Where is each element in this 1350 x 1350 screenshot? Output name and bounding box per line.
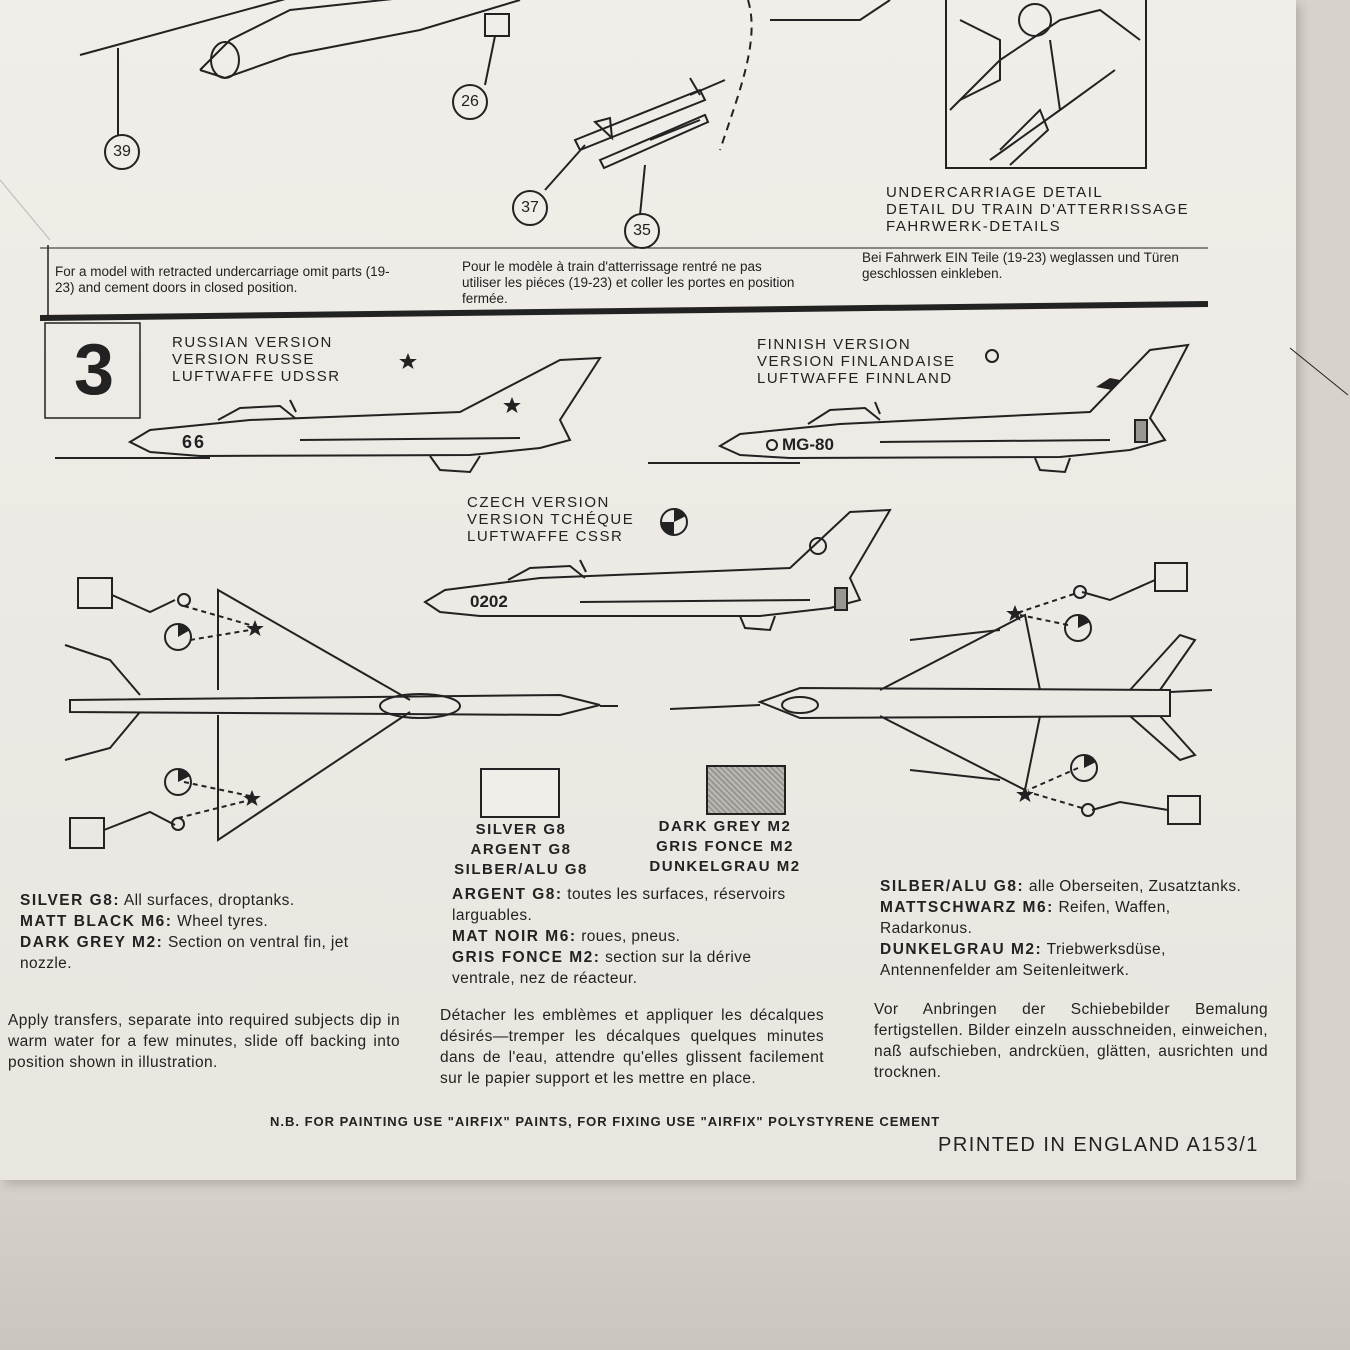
czech-version-label: CZECH VERSION VERSION TCHÉQUE LUFTWAFFE … [467,494,634,545]
note-text: section sur la dérive ventrale, nez de r… [452,949,752,987]
table-surface [0,1180,1350,1350]
note-text: alle Oberseiten, Zusatztanks. [1024,878,1242,895]
label-line: FINNISH VERSION [757,336,912,353]
retracted-note-fr: Pour le modèle à train d'atterrissage re… [462,259,795,306]
note-line: DUNKELGRAU M2: Triebwerksdüse, Antennenf… [880,939,1260,981]
transfers-en: Apply transfers, separate into required … [8,1012,400,1071]
label-line: LUFTWAFFE FINNLAND [757,370,953,387]
note-text: roues, pneus. [576,928,681,945]
colour-notes-de: SILBER/ALU G8: alle Oberseiten, Zusatzta… [880,876,1260,981]
note-line: GRIS FONCE M2: section sur la dérive ven… [452,947,817,989]
note-line: MATTSCHWARZ M6: Reifen, Waffen, Radarkon… [880,897,1260,939]
part-number-callout: 26 [452,84,488,120]
part-number-callout: 39 [104,134,140,170]
instruction-sheet [0,0,1296,1180]
caption-fr: DETAIL DU TRAIN D'ATTERRISSAGE [886,201,1190,218]
dark-grey-swatch-label: DARK GREY M2 GRIS FONCE M2 DUNKELGRAU M2 [630,817,820,877]
note-line: ARGENT G8: toutes les surfaces, réservoi… [452,884,817,926]
label-line: DUNKELGRAU M2 [649,858,801,875]
colour-notes-en: SILVER G8: All surfaces, droptanks. MATT… [20,890,400,974]
label-line: LUFTWAFFE CSSR [467,528,624,545]
label-line: VERSION FINLANDAISE [757,353,956,370]
label-line: SILVER G8 [475,821,567,838]
silver-swatch-label: SILVER G8 ARGENT G8 SILBER/ALU G8 [446,820,596,880]
step-number: 3 [73,330,115,410]
label-line: DARK GREY M2 [658,818,792,835]
label-line: SILBER/ALU G8 [454,861,588,878]
colour-notes-fr: ARGENT G8: toutes les surfaces, réservoi… [452,884,817,989]
finnish-marking: MG-80 [782,435,834,454]
note-label: ARGENT G8: [452,886,563,903]
russian-marking: 66 [182,432,207,452]
part-number-callout: 37 [512,190,548,226]
printed-in-england: PRINTED IN ENGLAND A153/1 [938,1134,1259,1156]
note-label: GRIS FONCE M2: [452,949,601,966]
czech-marking: 0202 [470,592,508,611]
label-line: RUSSIAN VERSION [172,334,333,351]
note-label: DUNKELGRAU M2: [880,941,1043,958]
note-label: SILVER G8: [20,892,120,909]
russian-version-label: RUSSIAN VERSION VERSION RUSSE LUFTWAFFE … [172,334,341,385]
undercarriage-caption: UNDERCARRIAGE DETAIL DETAIL DU TRAIN D'A… [886,184,1189,235]
finnish-version-label: FINNISH VERSION VERSION FINLANDAISE LUFT… [757,336,956,387]
retracted-note-en: For a model with retracted undercarriage… [55,264,390,295]
label-line: CZECH VERSION [467,494,610,511]
label-line: VERSION RUSSE [172,351,315,368]
retracted-note-de: Bei Fahrwerk EIN Teile (19-23) weglassen… [862,250,1179,281]
note-label: MATT BLACK M6: [20,913,173,930]
caption-en: UNDERCARRIAGE DETAIL [886,184,1104,201]
note-line: MAT NOIR M6: roues, pneus. [452,926,817,947]
part-number-callout: 35 [624,213,660,249]
note-label: DARK GREY M2: [20,934,164,951]
note-line: SILVER G8: All surfaces, droptanks. [20,890,400,911]
note-text: toutes les surfaces, réservoirs larguabl… [452,886,786,924]
transfers-fr: Détacher les emblèmes et appliquer les d… [440,1007,824,1087]
note-line: SILBER/ALU G8: alle Oberseiten, Zusatzta… [880,876,1260,897]
label-line: VERSION TCHÉQUE [467,511,635,528]
silver-swatch [480,768,560,818]
caption-de: FAHRWERK-DETAILS [886,218,1062,235]
dark-grey-swatch [706,765,786,815]
note-text: All surfaces, droptanks. [119,892,295,909]
label-line: ARGENT G8 [470,841,572,858]
note-text: Triebwerksdüse, Antennenfelder am Seiten… [880,941,1166,979]
note-label: MATTSCHWARZ M6: [880,899,1054,916]
painting-note: N.B. FOR PAINTING USE "AIRFIX" PAINTS, F… [270,1114,941,1129]
note-text: Section on ventral fin, jet nozzle. [20,934,349,972]
note-line: MATT BLACK M6: Wheel tyres. [20,911,400,932]
label-line: GRIS FONCE M2 [656,838,794,855]
note-label: SILBER/ALU G8: [880,878,1025,895]
note-text: Reifen, Waffen, Radarkonus. [880,899,1171,937]
label-line: LUFTWAFFE UdSSR [172,368,341,385]
note-line: DARK GREY M2: Section on ventral fin, je… [20,932,400,974]
note-text: Wheel tyres. [172,913,269,930]
transfers-de: Vor Anbringen der Schiebebilder Bemalung… [874,1001,1268,1081]
note-label: MAT NOIR M6: [452,928,577,945]
